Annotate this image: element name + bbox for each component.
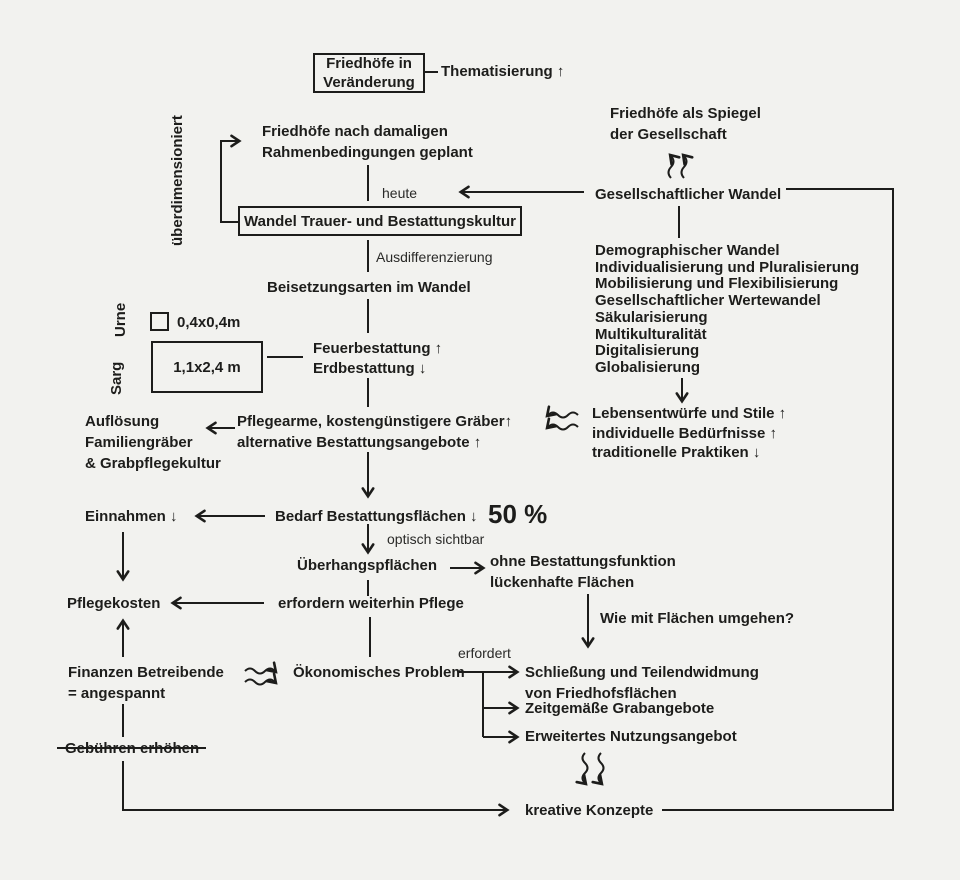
label-finanzen-betreibende: Finanzen Betreibende = angespannt — [68, 664, 224, 702]
sarg-rect-shape: 1,1x2,4 m — [151, 341, 263, 393]
label-ueberdimensioniert: überdimensioniert — [169, 115, 186, 246]
label-erfordern-weiterhin-pflege: erfordern weiterhin Pflege — [278, 595, 464, 612]
list-item: Multikulturalität — [595, 325, 707, 343]
label-sarg: Sarg — [108, 361, 125, 395]
label-einnahmen: Einnahmen ↓ — [85, 508, 178, 525]
label-zeitgemaesse-grabangebote: Zeitgemäße Grabangebote — [525, 700, 715, 717]
wavy-right-arrow-2 — [244, 672, 278, 686]
connector-gwandel-right-loop — [662, 188, 894, 811]
node-friedhoefe-in-veraenderung: Friedhöfe in Veränderung — [313, 53, 425, 93]
label-friedhoefe-als-spiegel: Friedhöfe als Spiegel der Gesellschaft — [610, 105, 761, 143]
wavy-down-arrow-1 — [575, 752, 589, 786]
label-erweitertes-nutzungsangebot: Erweitertes Nutzungsangebot — [525, 728, 737, 745]
wavy-right-arrow-1 — [244, 661, 278, 675]
list-item: Globalisierung — [595, 358, 701, 376]
wavy-up-arrow-1 — [667, 153, 681, 179]
label-thematisierung: Thematisierung ↑ — [441, 63, 565, 80]
node-wandel-trauer-bestattungskultur: Wandel Trauer- und Bestattungskultur — [238, 206, 522, 236]
label-erfordert: erfordert — [458, 645, 511, 661]
list-gesellschaftlicher-wandel: Demographischer Wandel Individualisierun… — [595, 242, 860, 377]
label-friedhoefe-nach-damaligen: Friedhöfe nach damaligen Rahmenbedingung… — [262, 123, 473, 161]
label-bedarf-bestattungsflaechen: Bedarf Bestattungsflächen ↓ — [275, 508, 478, 525]
label-urne: Urne — [112, 302, 129, 337]
label-feuerbestattung: Feuerbestattung ↑ — [313, 340, 443, 357]
label-ueberhangsflaechen: Überhangspflächen — [297, 557, 438, 574]
wavy-down-arrow-2 — [591, 752, 605, 786]
label-beisetzungsarten: Beisetzungsarten im Wandel — [267, 279, 471, 296]
wavy-left-arrow-1 — [545, 405, 579, 419]
label-pflegearme-graeber: Pflegearme, kostengünstigere Gräber↑ alt… — [237, 413, 513, 451]
label-heute: heute — [382, 185, 418, 201]
list-item: Digitalisierung — [595, 342, 700, 360]
label-erdbestattung: Erdbestattung ↓ — [313, 360, 427, 377]
list-item: Demographischer Wandel — [595, 242, 780, 259]
label-pflegekosten: Pflegekosten — [67, 595, 161, 612]
connector-gebuehren-kreativ-arrow — [122, 761, 510, 817]
list-item: Mobilisierung und Flexibilisierung — [595, 275, 839, 293]
list-item: Säkularisierung — [595, 308, 708, 326]
list-item: Gesellschaftlicher Wertewandel — [595, 292, 821, 310]
label-urne-size: 0,4x0,4m — [177, 314, 241, 331]
label-50-percent: 50 % — [488, 499, 548, 529]
label-sarg-size: 1,1x2,4 m — [173, 358, 241, 376]
wavy-left-arrow-2 — [545, 417, 579, 431]
label-aufloesung-familiengraeber: Auflösung Familiengräber & Grabpflegekul… — [85, 413, 221, 472]
label-lebensentwuerfe: Lebensentwürfe und Stile ↑ individuelle … — [592, 405, 787, 461]
urne-square-shape — [150, 312, 169, 331]
label-ausdifferenzierung: Ausdifferenzierung — [376, 249, 493, 265]
wavy-up-arrow-2 — [680, 153, 694, 179]
connector-ueberdimensioniert-bracket — [220, 134, 242, 223]
label-gesellschaftlicher-wandel: Gesellschaftlicher Wandel — [595, 186, 782, 203]
label-gebuehren-erhoehen: Gebühren erhöhen — [65, 740, 200, 757]
title-line-2: Veränderung — [323, 74, 415, 91]
label-kreative-konzepte: kreative Konzepte — [525, 802, 654, 819]
label-optisch-sichtbar: optisch sichtbar — [387, 531, 485, 547]
list-item: Individualisierung und Pluralisierung — [595, 258, 860, 276]
label-wie-mit-flaechen: Wie mit Flächen umgehen? — [600, 610, 795, 627]
label-ohne-bestattungsfunktion: ohne Bestattungsfunktion lückenhafte Flä… — [490, 553, 676, 591]
title-line-1: Friedhöfe in — [326, 55, 412, 72]
label-oekonomisches-problem: Ökonomisches Problem — [293, 664, 465, 681]
label-schliessung-teilendwidmung: Schließung und Teilendwidmung von Friedh… — [525, 664, 759, 702]
